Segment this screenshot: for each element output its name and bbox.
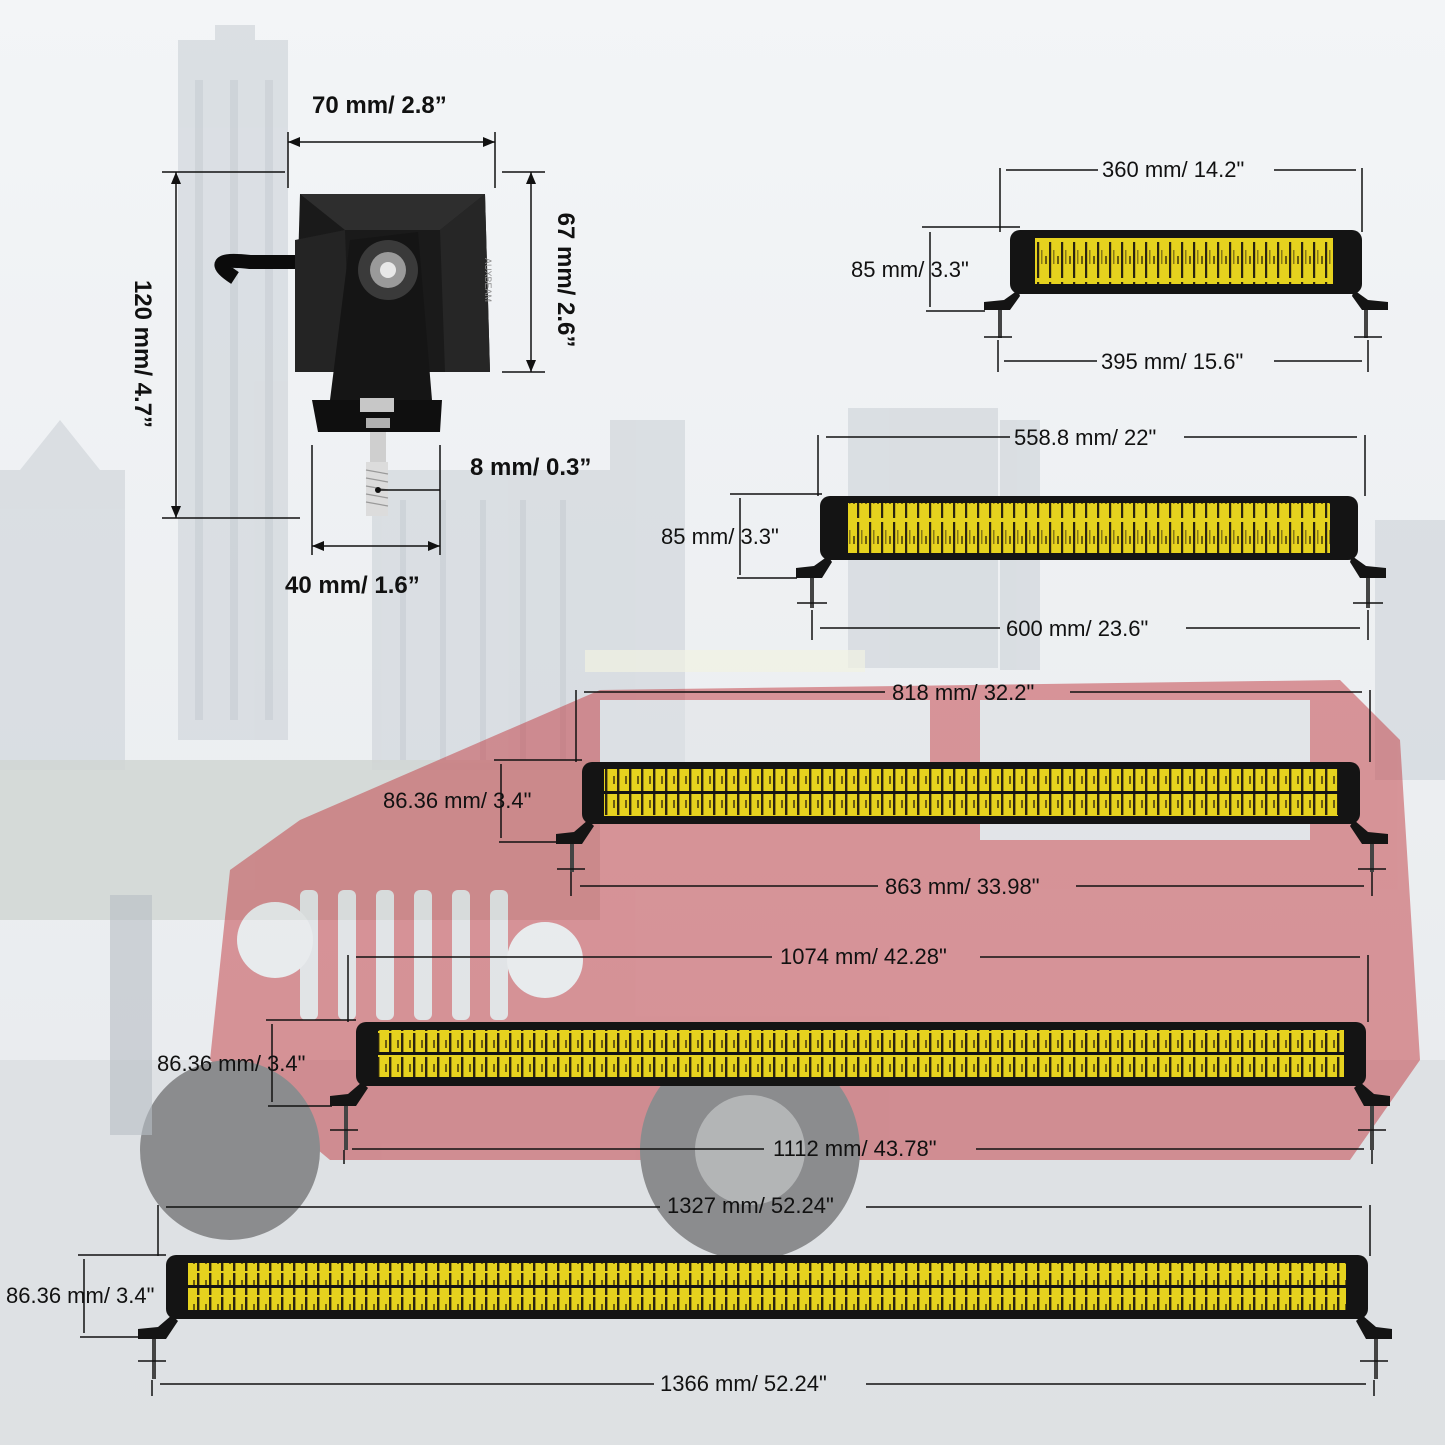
bar-1-body-length-label: 360 mm/ 14.2" [1102, 157, 1245, 182]
mount-markers [138, 336, 1388, 1362]
pod-width-label: 70 mm/ 2.8” [312, 92, 447, 119]
bar-dimension-lines [78, 168, 1375, 1396]
light-bar-5 [138, 1255, 1392, 1379]
bar-2-total-length-label: 600 mm/ 23.6" [1006, 616, 1149, 641]
bar-1-height-label: 85 mm/ 3.3" [851, 257, 969, 282]
pod-base-label: 40 mm/ 1.6” [285, 572, 420, 599]
pod-bolt-label: 8 mm/ 0.3” [470, 454, 592, 481]
bar-2-height-label: 85 mm/ 3.3" [661, 524, 779, 549]
bar-4-total-length-label: 1112 mm/ 43.78" [773, 1136, 937, 1161]
pod-arrowheads [171, 137, 536, 551]
light-bar-1 [984, 230, 1388, 338]
pod-total-height-label: 120 mm/ 4.7” [129, 279, 156, 429]
bar-3-body-length-label: 818 mm/ 32.2" [892, 680, 1035, 705]
bar-4-height-label: 86.36 mm/ 3.4" [157, 1051, 306, 1076]
light-bar-2 [796, 496, 1386, 608]
pod-light: AUXBEAM [214, 194, 493, 516]
bar-4-body-length-label: 1074 mm/ 42.28" [780, 944, 947, 969]
pod-body-height-label: 67 mm/ 2.6” [552, 212, 579, 348]
bar-5-total-length-label: 1366 mm/ 52.24" [660, 1371, 827, 1396]
bar-3-total-length-label: 863 mm/ 33.98" [885, 874, 1040, 899]
light-bar-4 [330, 1022, 1390, 1150]
bar-5-height-label: 86.36 mm/ 3.4" [6, 1283, 155, 1308]
bar-2-body-length-label: 558.8 mm/ 22" [1014, 425, 1157, 450]
bar-1-total-length-label: 395 mm/ 15.6" [1101, 349, 1244, 374]
light-bar-3 [556, 762, 1388, 872]
pod-brand-text: AUXBEAM [483, 258, 493, 302]
bar-3-height-label: 86.36 mm/ 3.4" [383, 788, 532, 813]
pod-dimension-lines [162, 132, 545, 555]
bar-5-body-length-label: 1327 mm/ 52.24" [667, 1193, 834, 1218]
